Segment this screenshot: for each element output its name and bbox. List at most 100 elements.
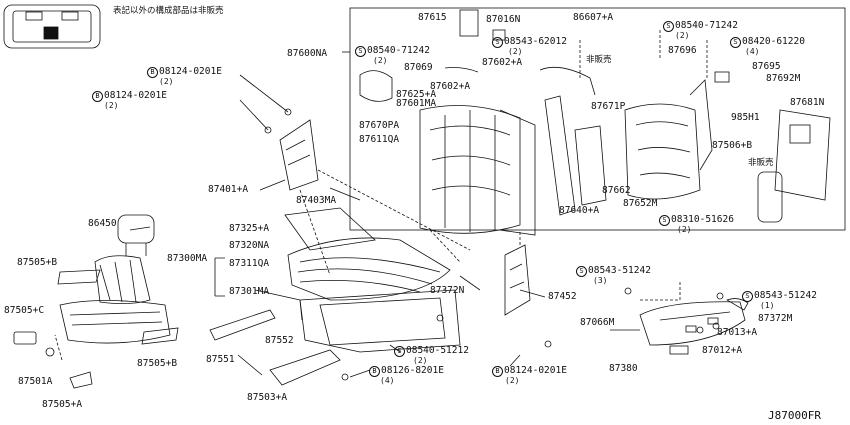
label-87695: 87695 — [752, 61, 781, 72]
qty-08124-0201e-2: (2) — [104, 101, 119, 110]
bolt-prefix: B — [369, 366, 380, 377]
label-87311qa: 87311QA — [229, 258, 270, 269]
seat-cushion — [287, 237, 451, 301]
screw-prefix: S — [492, 37, 503, 48]
qty-08310-51626: (2) — [677, 225, 692, 234]
screw-prefix: S — [730, 37, 741, 48]
part-number: 08543-62012 — [504, 36, 567, 47]
label-985h1: 985H1 — [731, 112, 760, 123]
label-87501a: 87501A — [18, 376, 53, 387]
qty-08540-71242-top-right: (2) — [675, 31, 690, 40]
part-number: 08124-0201E — [159, 66, 222, 77]
label-87016n: 87016N — [486, 14, 521, 25]
label-87301ma: 87301MA — [229, 286, 270, 297]
label-87602a-2: 87602+A — [430, 81, 471, 92]
label-87505b-top: 87505+B — [17, 257, 58, 268]
part-number: 08124-0201E — [104, 90, 167, 101]
label-87372m: 87372M — [758, 313, 793, 324]
not-sold-note-top: 非販売 — [586, 55, 612, 65]
seatback-87652m — [624, 103, 701, 200]
label-87300ma: 87300MA — [167, 253, 208, 264]
label-87640a: 87640+A — [559, 205, 600, 216]
bolt-prefix: B — [492, 366, 503, 377]
part-number: 08543-51242 — [588, 265, 651, 276]
headrest-86450 — [117, 214, 155, 256]
label-87325a: 87325+A — [229, 223, 270, 234]
screw-prefix: S — [659, 215, 670, 226]
label-86450: 86450 — [88, 218, 117, 229]
label-86607a: 86607+A — [573, 12, 614, 23]
label-87652m: 87652M — [623, 198, 658, 209]
bolt-prefix: B — [92, 91, 103, 102]
label-87602a: 87602+A — [482, 57, 523, 68]
part-number: 08540-51212 — [406, 345, 469, 356]
label-87452: 87452 — [548, 291, 577, 302]
qty-08543-51242-a: (3) — [593, 276, 608, 285]
qty-08540-71242-left: (2) — [373, 56, 388, 65]
label-87372n: 87372N — [430, 285, 465, 296]
label-87611qa: 87611QA — [359, 134, 400, 145]
label-87066m: 87066M — [580, 317, 615, 328]
label-87013a: 87013+A — [717, 327, 758, 338]
screw-prefix: S — [576, 266, 587, 277]
label-87681n: 87681N — [790, 97, 825, 108]
screw-prefix: S — [742, 291, 753, 302]
not-sold-note-right: 非販売 — [748, 158, 774, 168]
part-number: 08540-71242 — [367, 45, 430, 56]
label-87692m: 87692M — [766, 73, 801, 84]
qty-08543-62012: (2) — [508, 47, 523, 56]
screw-prefix: S — [663, 21, 674, 32]
car-locator-icon — [3, 4, 101, 49]
label-87662: 87662 — [602, 185, 631, 196]
label-87601ma: 87601MA — [396, 98, 437, 109]
label-87600na: 87600NA — [287, 48, 328, 59]
label-87069: 87069 — [404, 62, 433, 73]
label-87625a: 87625+A — [396, 89, 437, 100]
part-number: 08420-61220 — [742, 36, 805, 47]
label-87403ma: 87403MA — [296, 195, 337, 206]
label-87503a: 87503+A — [247, 392, 288, 403]
seat-pad-87301ma — [284, 207, 376, 251]
bolt-prefix: B — [147, 67, 158, 78]
label-87696: 87696 — [668, 45, 697, 56]
label-87012a: 87012+A — [702, 345, 743, 356]
qty-08543-51242-b: (1) — [760, 301, 775, 310]
label-87506b: 87506+B — [712, 140, 753, 151]
label-87505a: 87505+A — [42, 399, 83, 410]
qty-08420-61220: (4) — [745, 47, 760, 56]
seatback-87601ma — [419, 105, 521, 234]
part-number: 08543-51242 — [754, 290, 817, 301]
qty-08126-8201e: (4) — [380, 376, 395, 385]
label-87670pa: 87670PA — [359, 120, 400, 131]
label-87671p: 87671P — [591, 101, 626, 112]
seat-assembly-87300ma — [59, 255, 171, 344]
part-number: 08310-51626 — [671, 214, 734, 225]
label-87615: 87615 — [418, 12, 447, 23]
seat-frame — [254, 289, 461, 353]
label-87320na: 87320NA — [229, 240, 270, 251]
label-87380: 87380 — [609, 363, 638, 374]
label-87505c: 87505+C — [4, 305, 45, 316]
seatback-group-box — [349, 7, 846, 231]
part-number: 08540-71242 — [675, 20, 738, 31]
header-note: 表記以外の構成部品は非販売 — [113, 6, 224, 16]
label-87401a: 87401+A — [208, 184, 249, 195]
label-87551: 87551 — [206, 354, 235, 365]
qty-08124-0201e-1: (2) — [159, 77, 174, 86]
part-number: 08124-0201E — [504, 365, 567, 376]
screw-prefix: S — [355, 46, 366, 57]
